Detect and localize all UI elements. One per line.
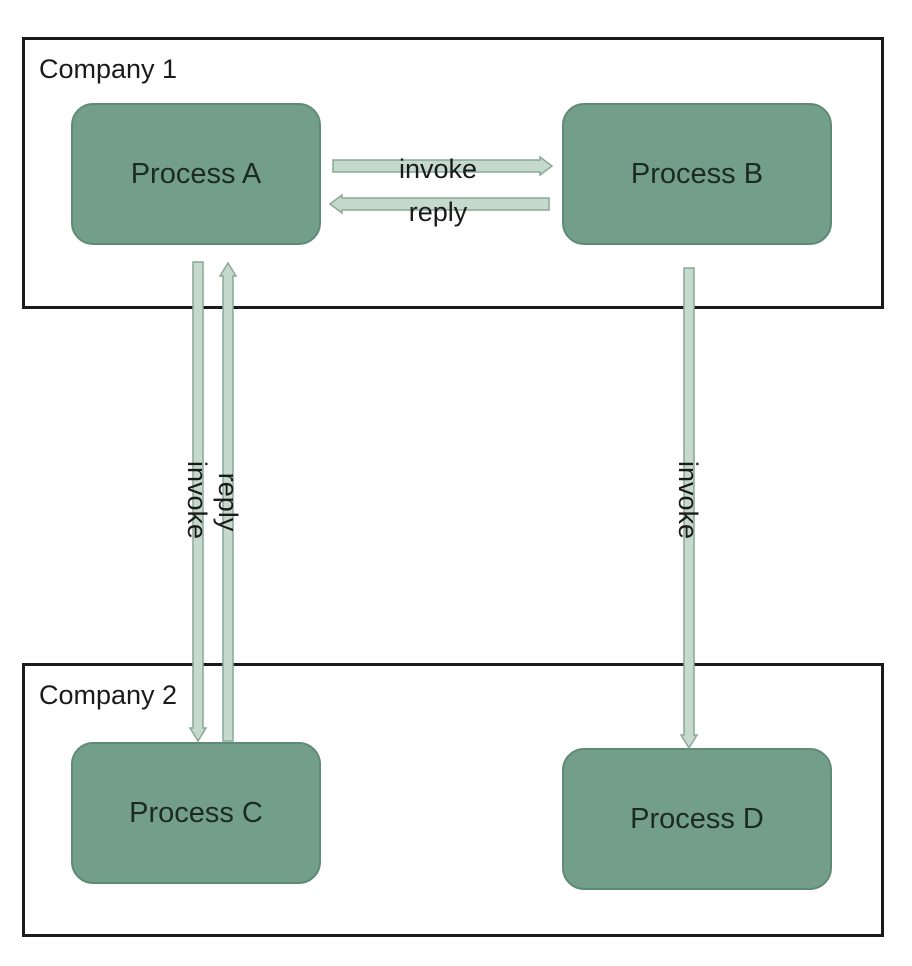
label-a-to-c: invoke <box>182 461 212 539</box>
process-a-box[interactable]: Process A <box>71 103 321 245</box>
process-c-label: Process C <box>129 796 263 829</box>
label-c-to-a: reply <box>213 473 243 532</box>
process-d-label: Process D <box>630 802 764 835</box>
process-a-label: Process A <box>130 157 262 190</box>
label-b-to-d: invoke <box>673 461 703 539</box>
process-c-box[interactable]: Process C <box>71 742 321 884</box>
process-b-box[interactable]: Process B <box>562 103 832 245</box>
process-b-label: Process B <box>630 157 764 190</box>
process-d-box[interactable]: Process D <box>562 748 832 890</box>
company-1-label: Company 1 <box>39 54 178 84</box>
company-2-label: Company 2 <box>39 680 178 710</box>
